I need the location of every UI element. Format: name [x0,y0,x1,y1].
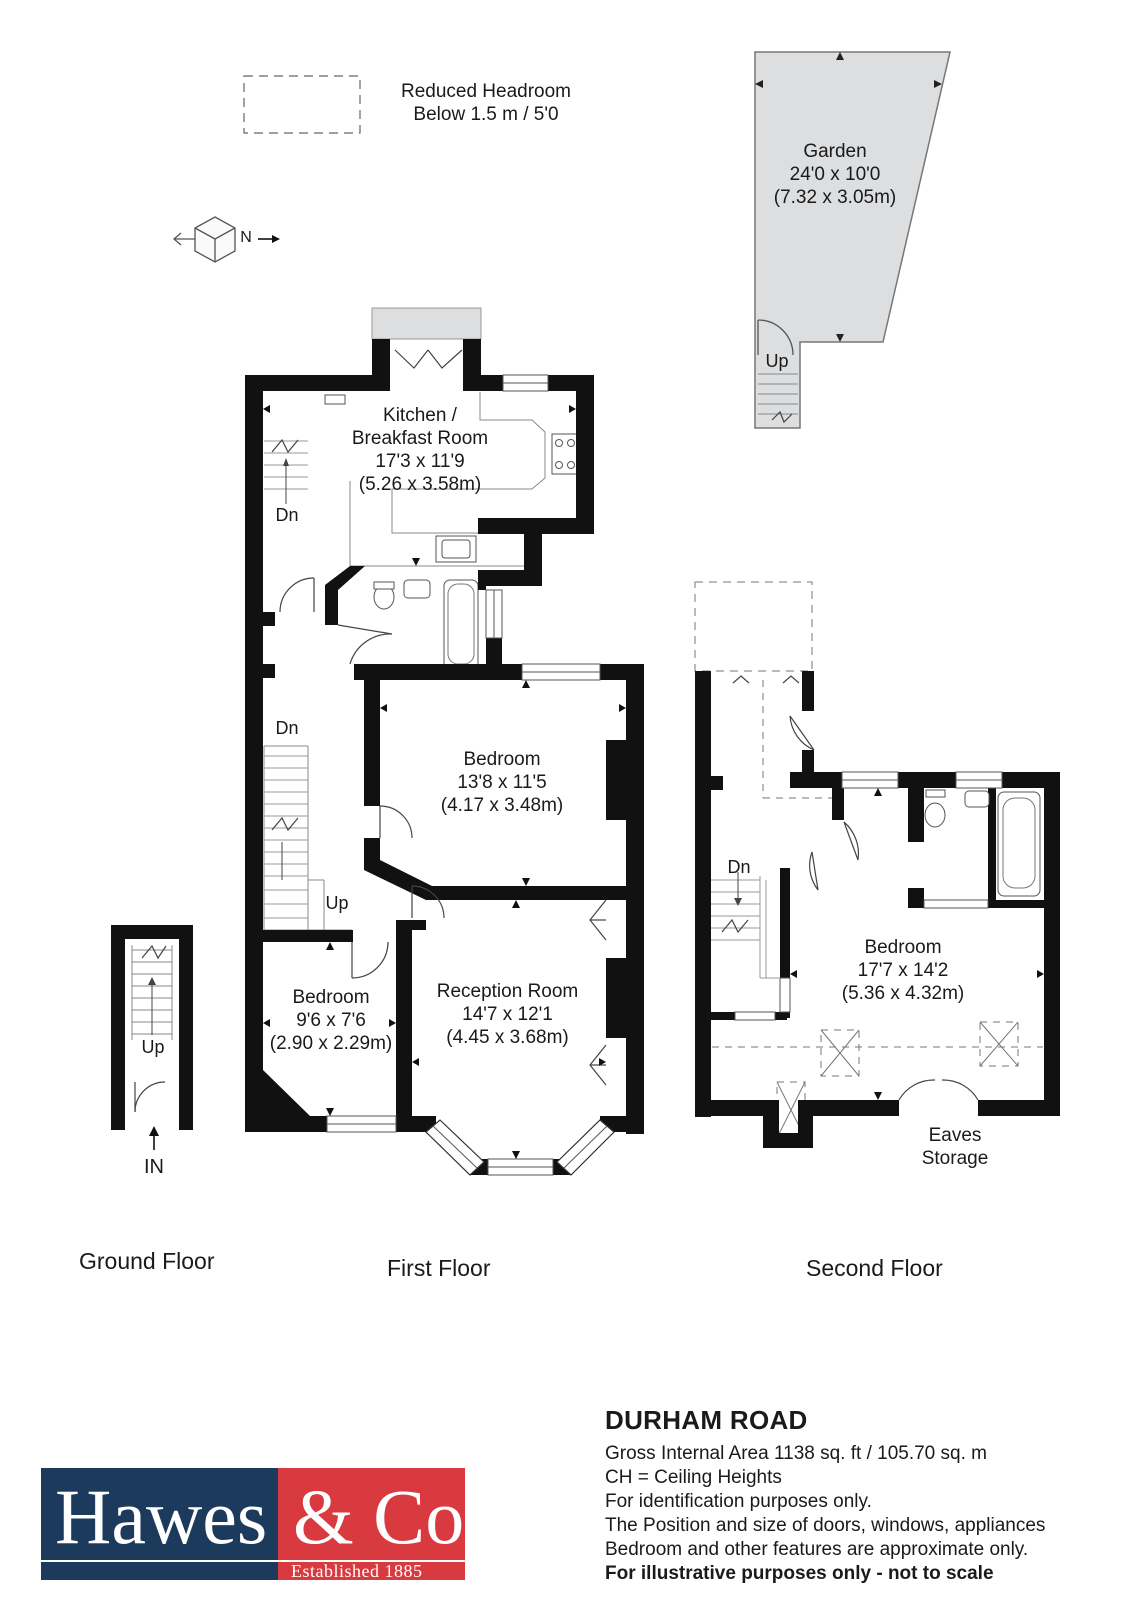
second-floor-stair-dn: Dn [727,857,751,877]
identification-note: For identification purposes only. [605,1491,872,1512]
ground-floor-plan [111,925,193,1150]
kitchen-stair-dn: Dn [275,505,299,525]
bedroom-small-imperial: 9'6 x 7'6 [296,1010,366,1031]
bedroom-small-metric: (2.90 x 2.29m) [269,1033,393,1054]
bedroom-rear-imperial: 13'8 x 11'5 [457,772,547,793]
position-note-1: The Position and size of doors, windows,… [605,1515,1046,1536]
first-floor-stair-dn: Dn [275,718,299,738]
reduced-headroom-legend: Reduced Headroom Below 1.5 m / 5'0 [386,80,586,126]
first-floor-plan [245,307,644,1176]
bedroom-rear-label: Bedroom 13'8 x 11'5 (4.17 x 3.48m) [426,748,578,817]
hawes-and-co-logo: Hawes & Co Established 1885 [41,1468,465,1580]
reception-metric: (4.45 x 3.68m) [446,1027,569,1048]
property-title: DURHAM ROAD [605,1405,808,1435]
bedroom-rear-name: Bedroom [463,749,541,770]
position-note-2: Bedroom and other features are approxima… [605,1539,1029,1560]
eaves-name-2: Storage [921,1148,989,1169]
first-floor-stair-up: Up [325,893,349,913]
kitchen-name-2: Breakfast Room [351,428,489,449]
ceiling-heights-note: CH = Ceiling Heights [605,1467,782,1488]
logo-established: Established 1885 [291,1561,423,1581]
kitchen-metric: (5.26 x 3.58m) [358,474,482,495]
bedroom-rear-metric: (4.17 x 3.48m) [440,795,564,816]
garden-area [754,51,951,429]
kitchen-label: Kitchen / Breakfast Room 17'3 x 11'9 (5.… [335,404,505,496]
garden-metric: (7.32 x 3.05m) [773,187,897,208]
logo-name-left: Hawes [55,1473,268,1560]
bedroom-second-metric: (5.36 x 4.32m) [841,983,965,1004]
bedroom-small-label: Bedroom 9'6 x 7'6 (2.90 x 2.29m) [264,986,398,1055]
illustrative-note: For illustrative purposes only - not to … [605,1563,994,1584]
logo-divider [41,1560,465,1562]
garden-label: Garden 24'0 x 10'0 (7.32 x 3.05m) [760,140,910,209]
eaves-storage-label: Eaves Storage [910,1124,1000,1170]
garden-name: Garden [803,141,867,162]
kitchen-name-1: Kitchen / [383,405,457,426]
second-floor-title: Second Floor [806,1255,943,1281]
eaves-name-1: Eaves [928,1125,982,1146]
property-info: DURHAM ROAD Gross Internal Area 1138 sq.… [605,1405,1125,1586]
logo-name-right: & Co [293,1473,465,1560]
compass-icon [173,216,280,263]
bedroom-second-imperial: 17'7 x 14'2 [857,960,949,981]
ground-floor-title: Ground Floor [79,1248,215,1274]
reduced-headroom-legend-box [243,75,361,134]
reception-label: Reception Room 14'7 x 12'1 (4.45 x 3.68m… [425,980,590,1049]
compass-north-label: N [240,229,252,246]
kitchen-imperial: 17'3 x 11'9 [375,451,465,472]
reduced-headroom-line1: Reduced Headroom [400,81,572,102]
gross-area: Gross Internal Area 1138 sq. ft / 105.70… [605,1443,987,1464]
garden-stair-up: Up [765,351,789,371]
bedroom-small-name: Bedroom [292,987,370,1008]
reception-imperial: 14'7 x 12'1 [462,1004,553,1025]
entrance-label: IN [144,1156,164,1178]
reception-name: Reception Room [436,981,579,1002]
bedroom-second-label: Bedroom 17'7 x 14'2 (5.36 x 4.32m) [828,936,978,1005]
second-floor-plan [694,581,1060,1148]
reduced-headroom-line2: Below 1.5 m / 5'0 [413,104,559,125]
ground-floor-stair-up: Up [141,1037,165,1057]
first-floor-title: First Floor [387,1255,491,1281]
bedroom-second-name: Bedroom [864,937,942,958]
garden-imperial: 24'0 x 10'0 [789,164,881,185]
